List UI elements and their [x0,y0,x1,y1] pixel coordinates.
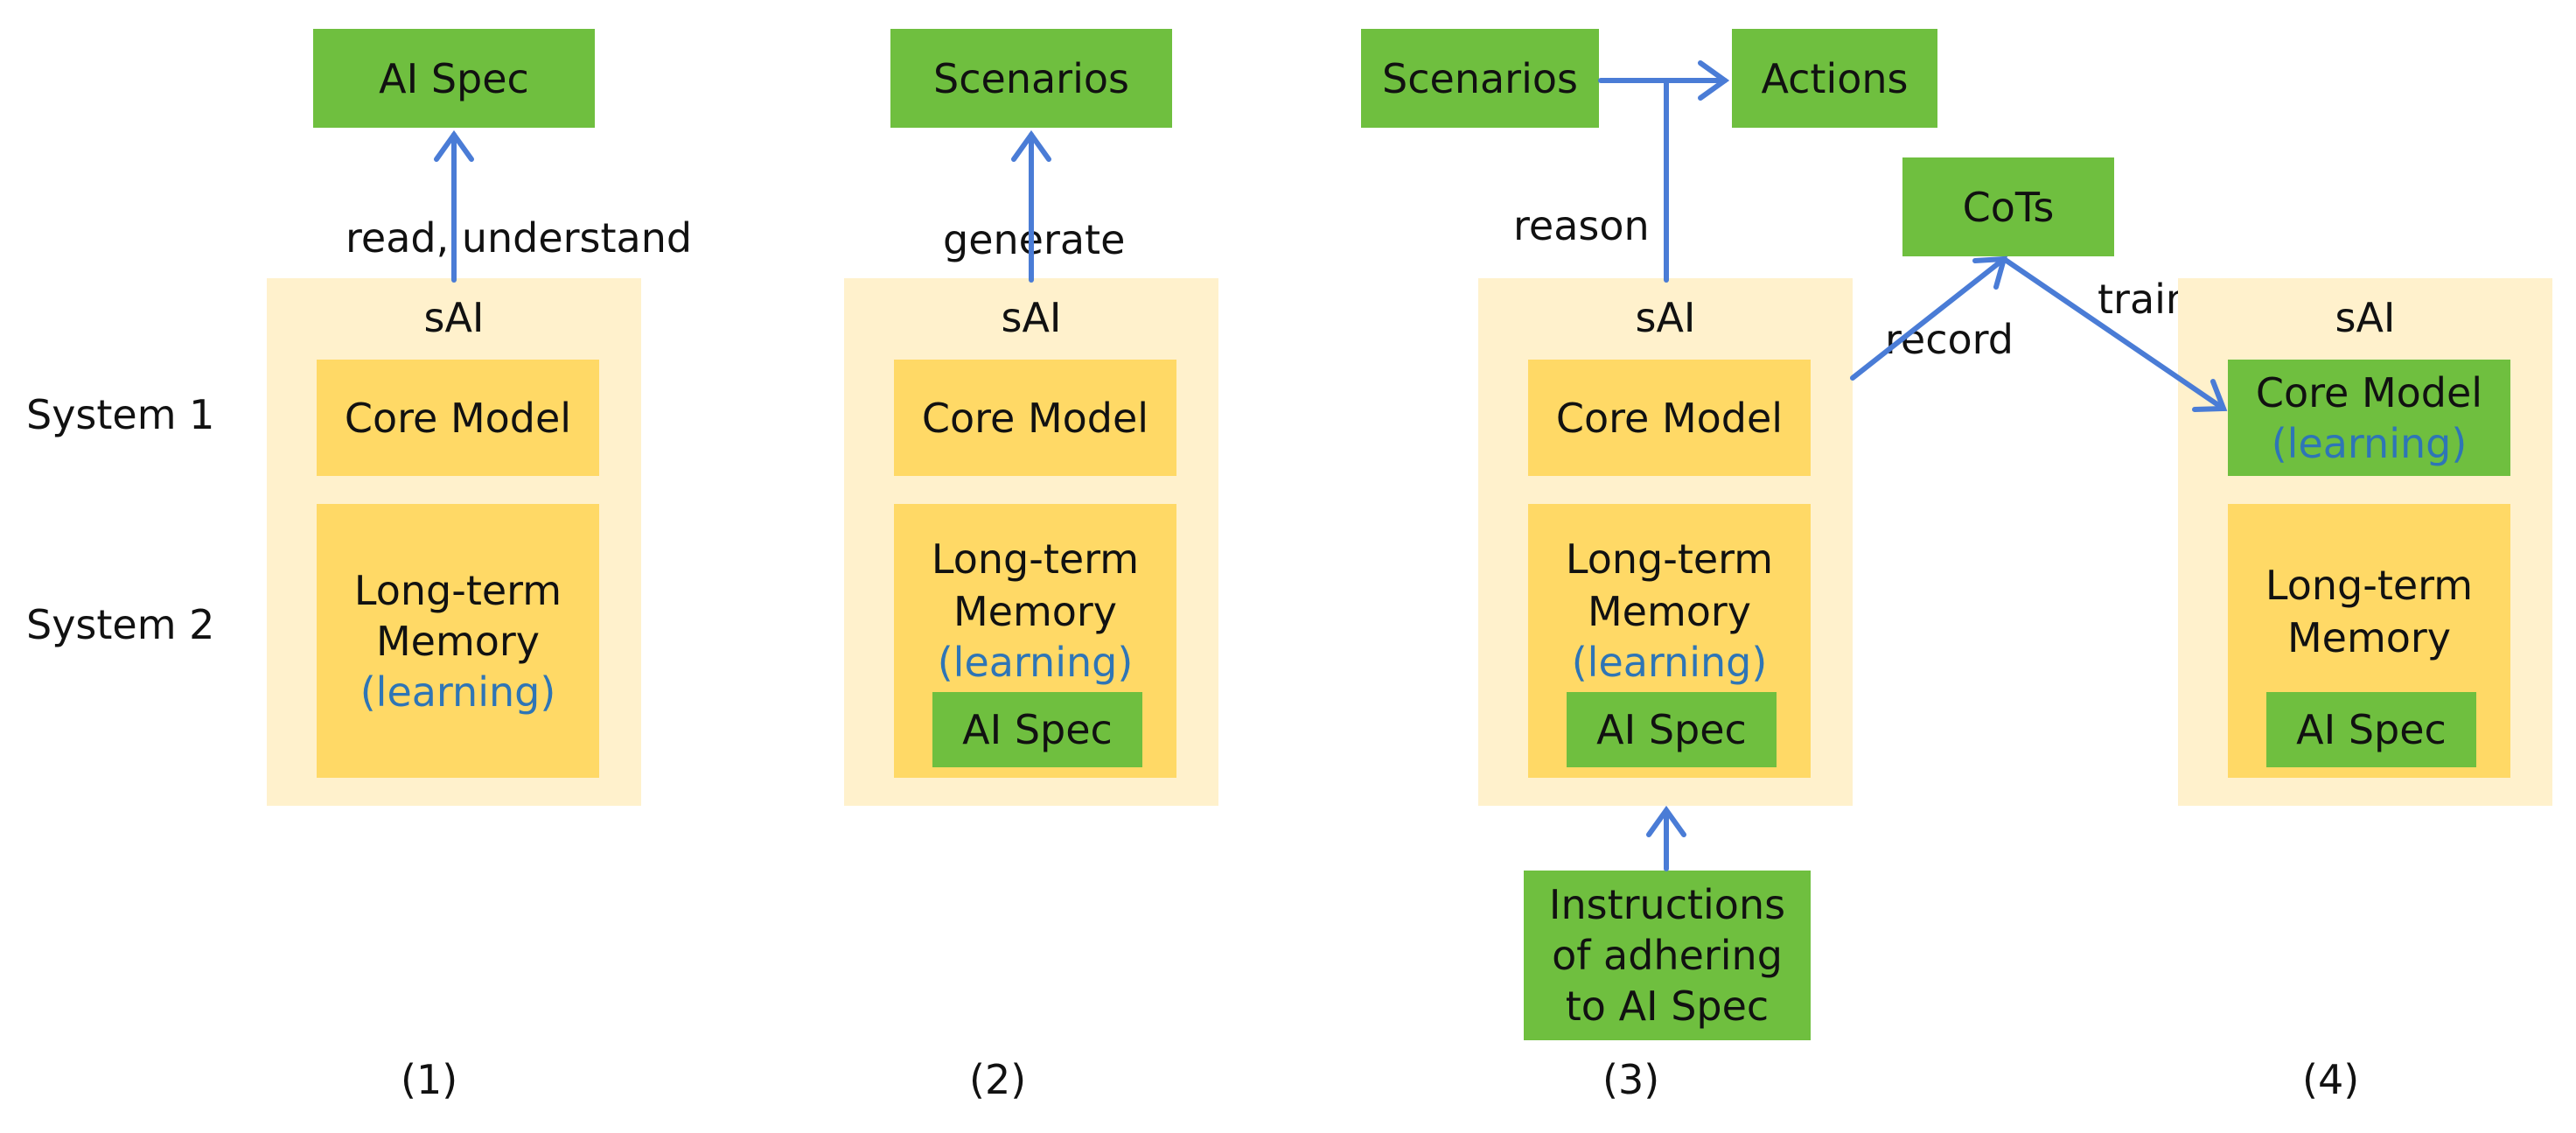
panel2-sai-title: sAI [1001,294,1062,341]
panel3-scenarios-text: Scenarios [1382,54,1578,102]
panel3-actions-box: Actions [1732,29,1937,128]
panel4-sai-title: sAI [2335,294,2396,341]
panel2-generate-arrowhead [1011,129,1051,162]
panel3-actions-text: Actions [1761,54,1909,102]
system1-label: System 1 [26,391,215,438]
panel2-arrow-label: generate [943,216,1126,263]
panel3-caption: (3) [1602,1056,1660,1103]
panel3-train-arrow [2001,256,2226,411]
panel4-ai-spec-text: AI Spec [2296,706,2447,753]
panel3-memory-line2: Memory [1587,588,1752,635]
panel3-record-arrow [1850,256,2007,381]
panel4-ai-spec-box: AI Spec [2266,692,2476,767]
panel4-core-learning: (learning) [2271,419,2468,467]
panel2-memory-box: Long-term Memory (learning) AI Spec [894,504,1176,778]
panel1-read-arrowhead [434,129,474,162]
panel1-ai-spec-text: AI Spec [379,54,529,102]
panel2-scenarios-text: Scenarios [933,54,1129,102]
panel3-ai-spec-box: AI Spec [1567,692,1777,767]
panel3-cots-text: CoTs [1962,183,2055,231]
panel2-memory-line2: Memory [953,588,1118,635]
panel2-ai-spec-box: AI Spec [932,692,1142,767]
panel1-core-model-text: Core Model [344,394,572,442]
panel4-caption: (4) [2302,1056,2360,1103]
panel3-instructions-line2: of adhering [1552,932,1783,979]
panel3-ai-spec-text: AI Spec [1596,706,1747,753]
panel3-reason-label: reason [1513,202,1650,249]
panel1-sai-title: sAI [423,294,485,341]
panel4-memory-box: Long-term Memory AI Spec [2228,504,2510,778]
panel1-core-model-box: Core Model [317,360,599,476]
panel2-sai-container: sAI Core Model Long-term Memory (learnin… [844,278,1218,806]
panel3-sai-container: sAI Core Model Long-term Memory (learnin… [1478,278,1853,806]
panel3-cots-box: CoTs [1902,157,2114,256]
panel2-core-model-text: Core Model [921,394,1149,442]
panel3-memory-learning: (learning) [1571,639,1768,686]
panel3-train-label: train [2098,276,2192,323]
panel3-core-model-text: Core Model [1555,394,1784,442]
system2-label: System 2 [26,601,215,648]
panel3-instructions-arrowhead [1646,805,1686,837]
panel3-sai-title: sAI [1635,294,1696,341]
panel2-memory-line1: Long-term [931,535,1140,583]
panel1-memory-box: Long-term Memory (learning) [317,504,599,778]
panel2-ai-spec-text: AI Spec [962,706,1113,753]
panel2-core-model-box: Core Model [894,360,1176,476]
panel2-memory-learning: (learning) [937,639,1134,686]
panel1-arrow-label: read, understand [346,214,693,262]
panel4-sai-container: sAI Core Model (learning) Long-term Memo… [2178,278,2552,806]
panel3-actions-arrowhead [1698,60,1730,101]
panel4-core-model-box: Core Model (learning) [2228,360,2510,476]
panel1-sai-container: sAI Core Model Long-term Memory (learnin… [267,278,641,806]
panel4-memory-line2: Memory [2286,614,2452,661]
panel3-scenarios-box: Scenarios [1361,29,1599,128]
panel3-instructions-line1: Instructions [1548,881,1786,928]
panel3-memory-box: Long-term Memory (learning) AI Spec [1528,504,1811,778]
panel1-memory-line1: Long-term [353,566,562,614]
panel3-record-label: record [1885,316,2014,363]
panel4-memory-line1: Long-term [2265,562,2474,609]
panel3-core-model-box: Core Model [1528,360,1811,476]
panel3-instructions-box: Instructions of adhering to AI Spec [1524,871,1811,1040]
panel1-ai-spec-box: AI Spec [313,29,595,128]
panel3-train-arrowhead [2192,379,2228,412]
panel1-memory-line2: Memory [375,617,541,665]
panel3-instructions-line3: to AI Spec [1565,983,1770,1030]
panel2-scenarios-box: Scenarios [890,29,1172,128]
panel1-caption: (1) [401,1056,458,1103]
panel1-memory-learning: (learning) [360,668,556,716]
panel4-core-model-text: Core Model [2255,368,2483,416]
panel2-caption: (2) [969,1056,1027,1103]
panel3-memory-line1: Long-term [1565,535,1774,583]
